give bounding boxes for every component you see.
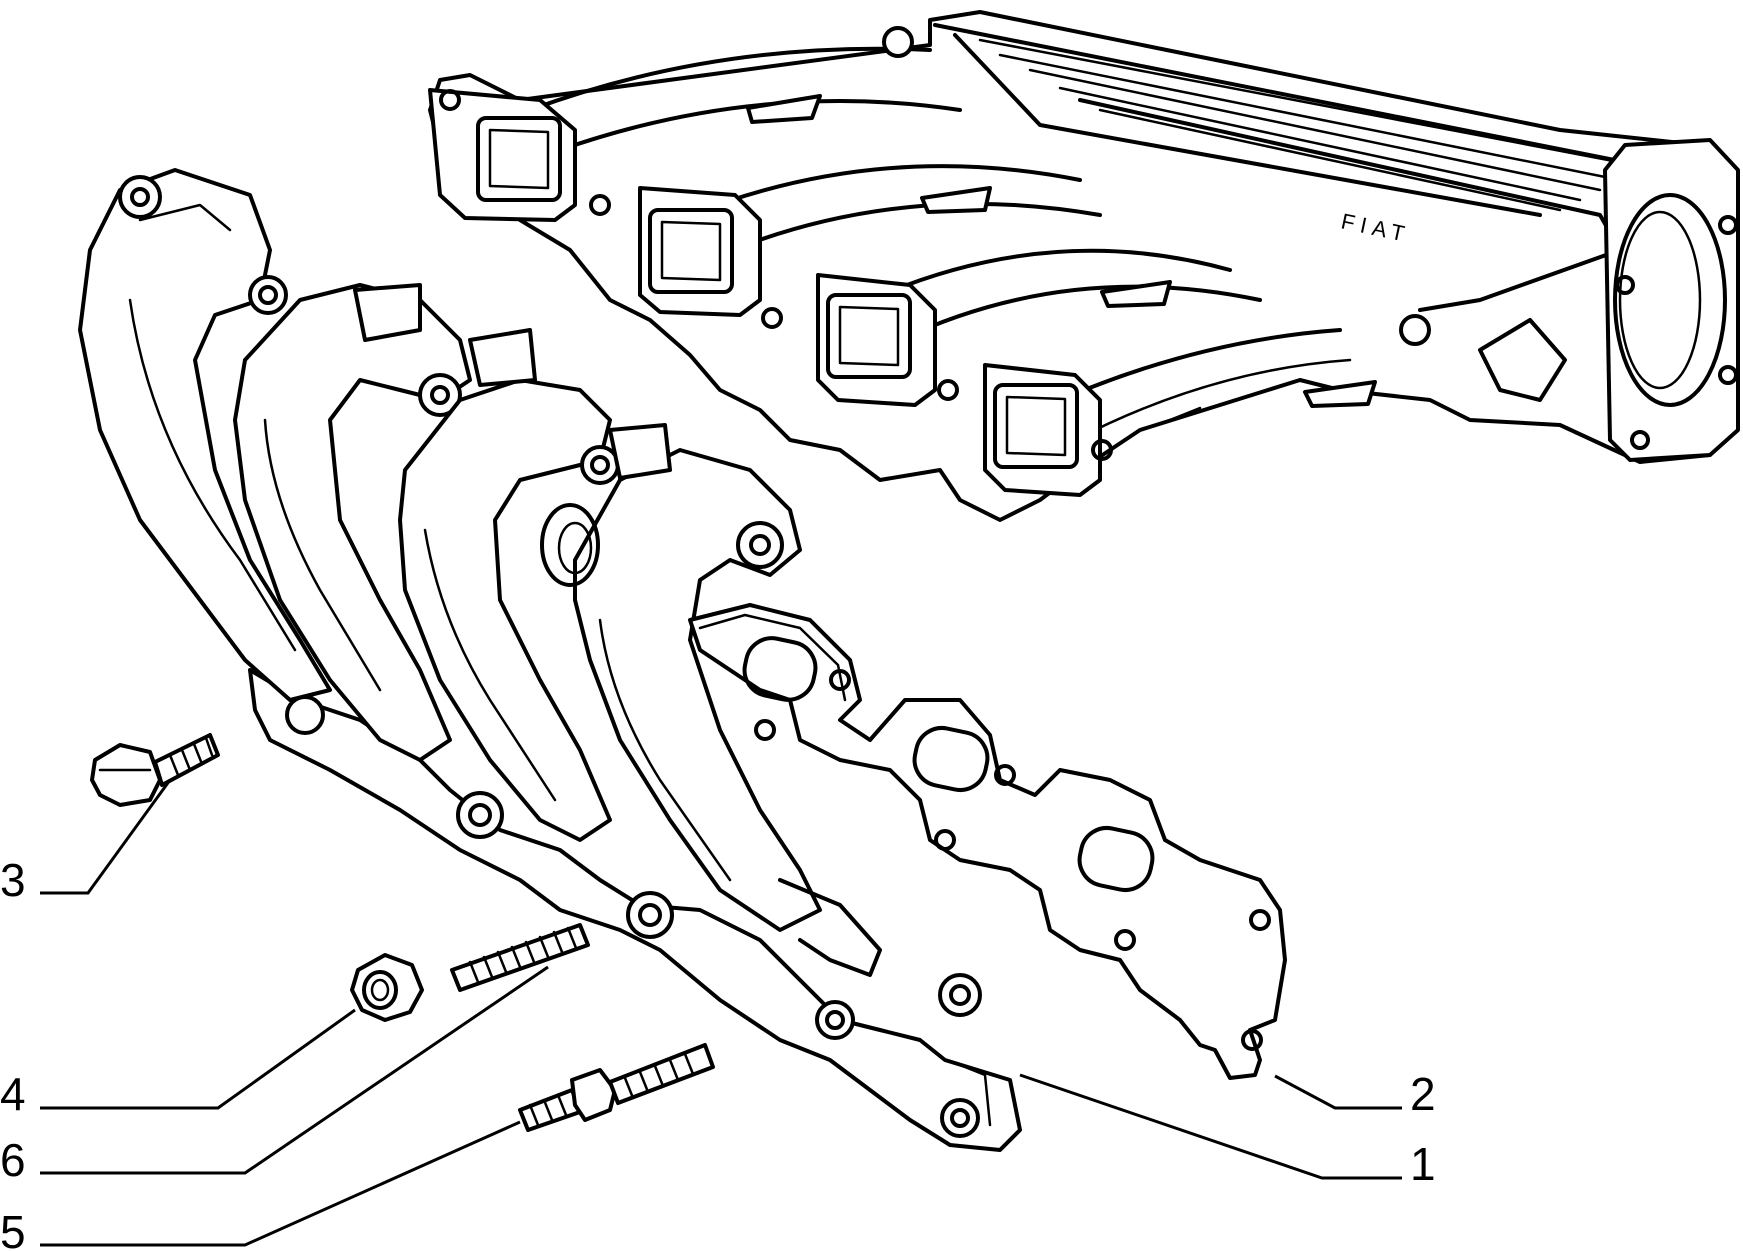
nut-4 [350, 953, 424, 1022]
leader-1 [1019, 1073, 1402, 1180]
callout-5: 5 [0, 1206, 26, 1251]
leader-2 [1274, 1074, 1402, 1110]
stud-6 [450, 923, 590, 992]
leader-5 [40, 1120, 521, 1247]
leader-4 [40, 1008, 356, 1110]
leader-3 [40, 779, 172, 895]
bolt-3 [90, 733, 220, 807]
intake-port-1 [428, 88, 611, 222]
callout-4: 4 [0, 1068, 26, 1120]
callout-3: 3 [0, 854, 26, 906]
exhaust-gasket [688, 603, 1287, 1080]
stud-5 [518, 1043, 715, 1132]
exhaust-manifold [78, 168, 1022, 1152]
intake-port-4 [983, 363, 1113, 497]
intake-port-3 [816, 273, 959, 407]
leader-6 [40, 965, 549, 1175]
intake-manifold: FIAT [428, 10, 1740, 522]
callout-labels: 3 4 6 5 2 1 [0, 854, 1436, 1251]
callout-1: 1 [1410, 1138, 1436, 1190]
leader-lines [40, 779, 1402, 1247]
callout-6: 6 [0, 1134, 26, 1186]
intake-port-2 [638, 186, 783, 329]
callout-2: 2 [1410, 1068, 1436, 1120]
